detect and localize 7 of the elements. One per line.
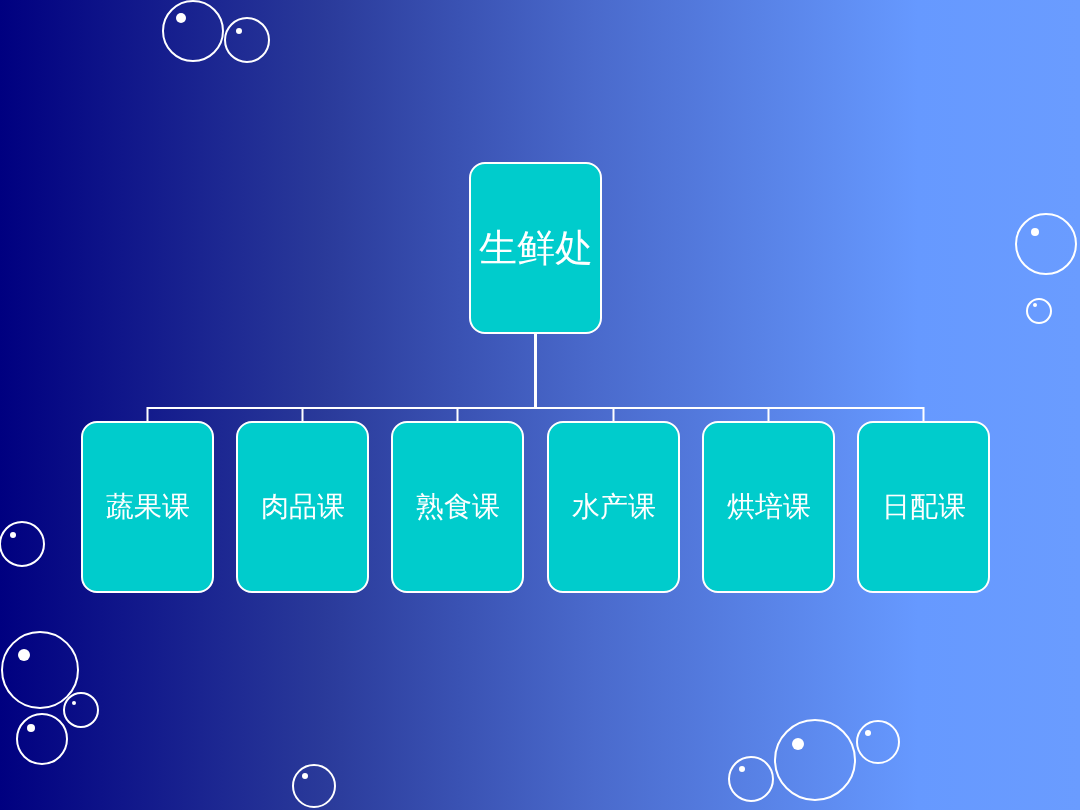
section-box: 肉品课 <box>236 421 369 593</box>
section-box: 熟食课 <box>391 421 524 593</box>
section-box: 水产课 <box>547 421 680 593</box>
section-box: 蔬果课 <box>81 421 214 593</box>
section-box: 烘培课 <box>702 421 835 593</box>
section-box: 日配课 <box>857 421 990 593</box>
department-box: 生鲜处 <box>469 162 602 334</box>
